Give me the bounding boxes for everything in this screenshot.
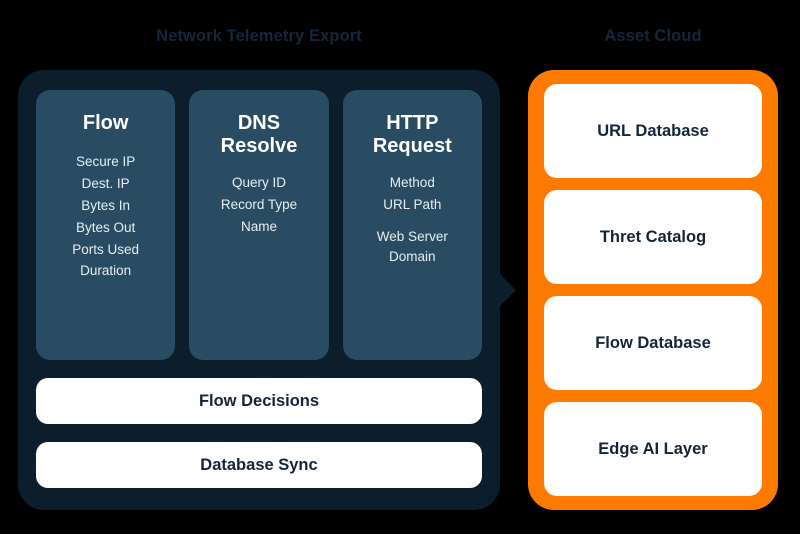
asset-card-thret-catalog[interactable]: Thret Catalog <box>544 190 762 284</box>
asset-card-edge-ai-layer[interactable]: Edge AI Layer <box>544 402 762 496</box>
field-list-dns-resolve: Query ID Record Type Name <box>221 172 297 238</box>
asset-card-url-database[interactable]: URL Database <box>544 84 762 178</box>
network-telemetry-export-heading: Network Telemetry Export <box>156 27 362 45</box>
card-title-flow: Flow <box>82 112 129 134</box>
field-item: Name <box>240 219 277 235</box>
field-item: Query ID <box>231 175 286 191</box>
card-title-http-request: HTTP Request <box>372 112 452 158</box>
telemetry-card-dns-resolve[interactable]: DNS Resolve Query ID Record Type Name <box>189 90 329 360</box>
field-item: Secure IP <box>76 154 136 170</box>
network-telemetry-export-panel: Flow Secure IP Dest. IP Bytes In Bytes O… <box>18 70 500 510</box>
field-list-http-request: Method URL Path Web Server Domain <box>377 172 448 266</box>
field-item: Bytes In <box>81 197 131 213</box>
field-item: Ports Used <box>72 241 140 257</box>
telemetry-card-group: Flow Secure IP Dest. IP Bytes In Bytes O… <box>36 90 482 360</box>
card-title-dns-resolve: DNS Resolve <box>220 112 298 158</box>
asset-cloud-panel: URL Database Thret Catalog Flow Database… <box>528 70 778 510</box>
field-item: Dest. IP <box>81 176 130 192</box>
field-item: URL Path <box>383 197 442 213</box>
arrow-right-icon <box>499 273 516 307</box>
field-item: Record Type <box>220 197 298 213</box>
flow-decisions-bar[interactable]: Flow Decisions <box>36 378 482 424</box>
field-item: Web Server Domain <box>376 229 448 264</box>
asset-cloud-heading: Asset Cloud <box>604 27 702 45</box>
field-item: Bytes Out <box>76 219 136 235</box>
field-item: Duration <box>80 263 132 279</box>
database-sync-bar[interactable]: Database Sync <box>36 442 482 488</box>
asset-card-flow-database[interactable]: Flow Database <box>544 296 762 390</box>
telemetry-card-http-request[interactable]: HTTP Request Method URL Path Web Server … <box>342 90 482 360</box>
telemetry-card-flow[interactable]: Flow Secure IP Dest. IP Bytes In Bytes O… <box>36 90 176 360</box>
field-item: Method <box>389 175 435 191</box>
field-list-flow: Secure IP Dest. IP Bytes In Bytes Out Po… <box>72 151 139 282</box>
